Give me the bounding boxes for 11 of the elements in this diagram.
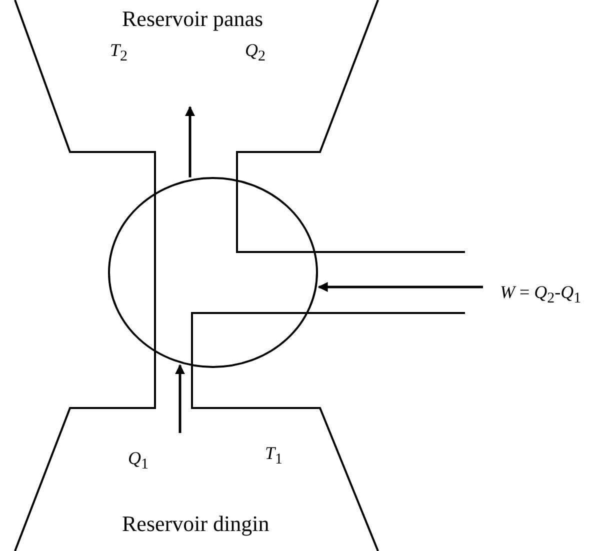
arrow — [318, 282, 483, 292]
arrow — [175, 364, 185, 433]
engine-circle — [108, 177, 318, 368]
edge-label: Q$_{1}$ — [128, 448, 148, 474]
temperature-label: T$_{1}$ — [265, 443, 283, 469]
edge-label: Q$_{2}$ — [245, 40, 266, 66]
reservoir-title: Reservoir panas — [122, 6, 264, 32]
reservoir-title: Reservoir dingin — [122, 511, 270, 537]
edge-label: W = Q$_{2}$-Q$_{1}$ — [500, 282, 582, 308]
arrow — [185, 106, 195, 178]
temperature-label: T$_{2}$ — [110, 40, 128, 66]
